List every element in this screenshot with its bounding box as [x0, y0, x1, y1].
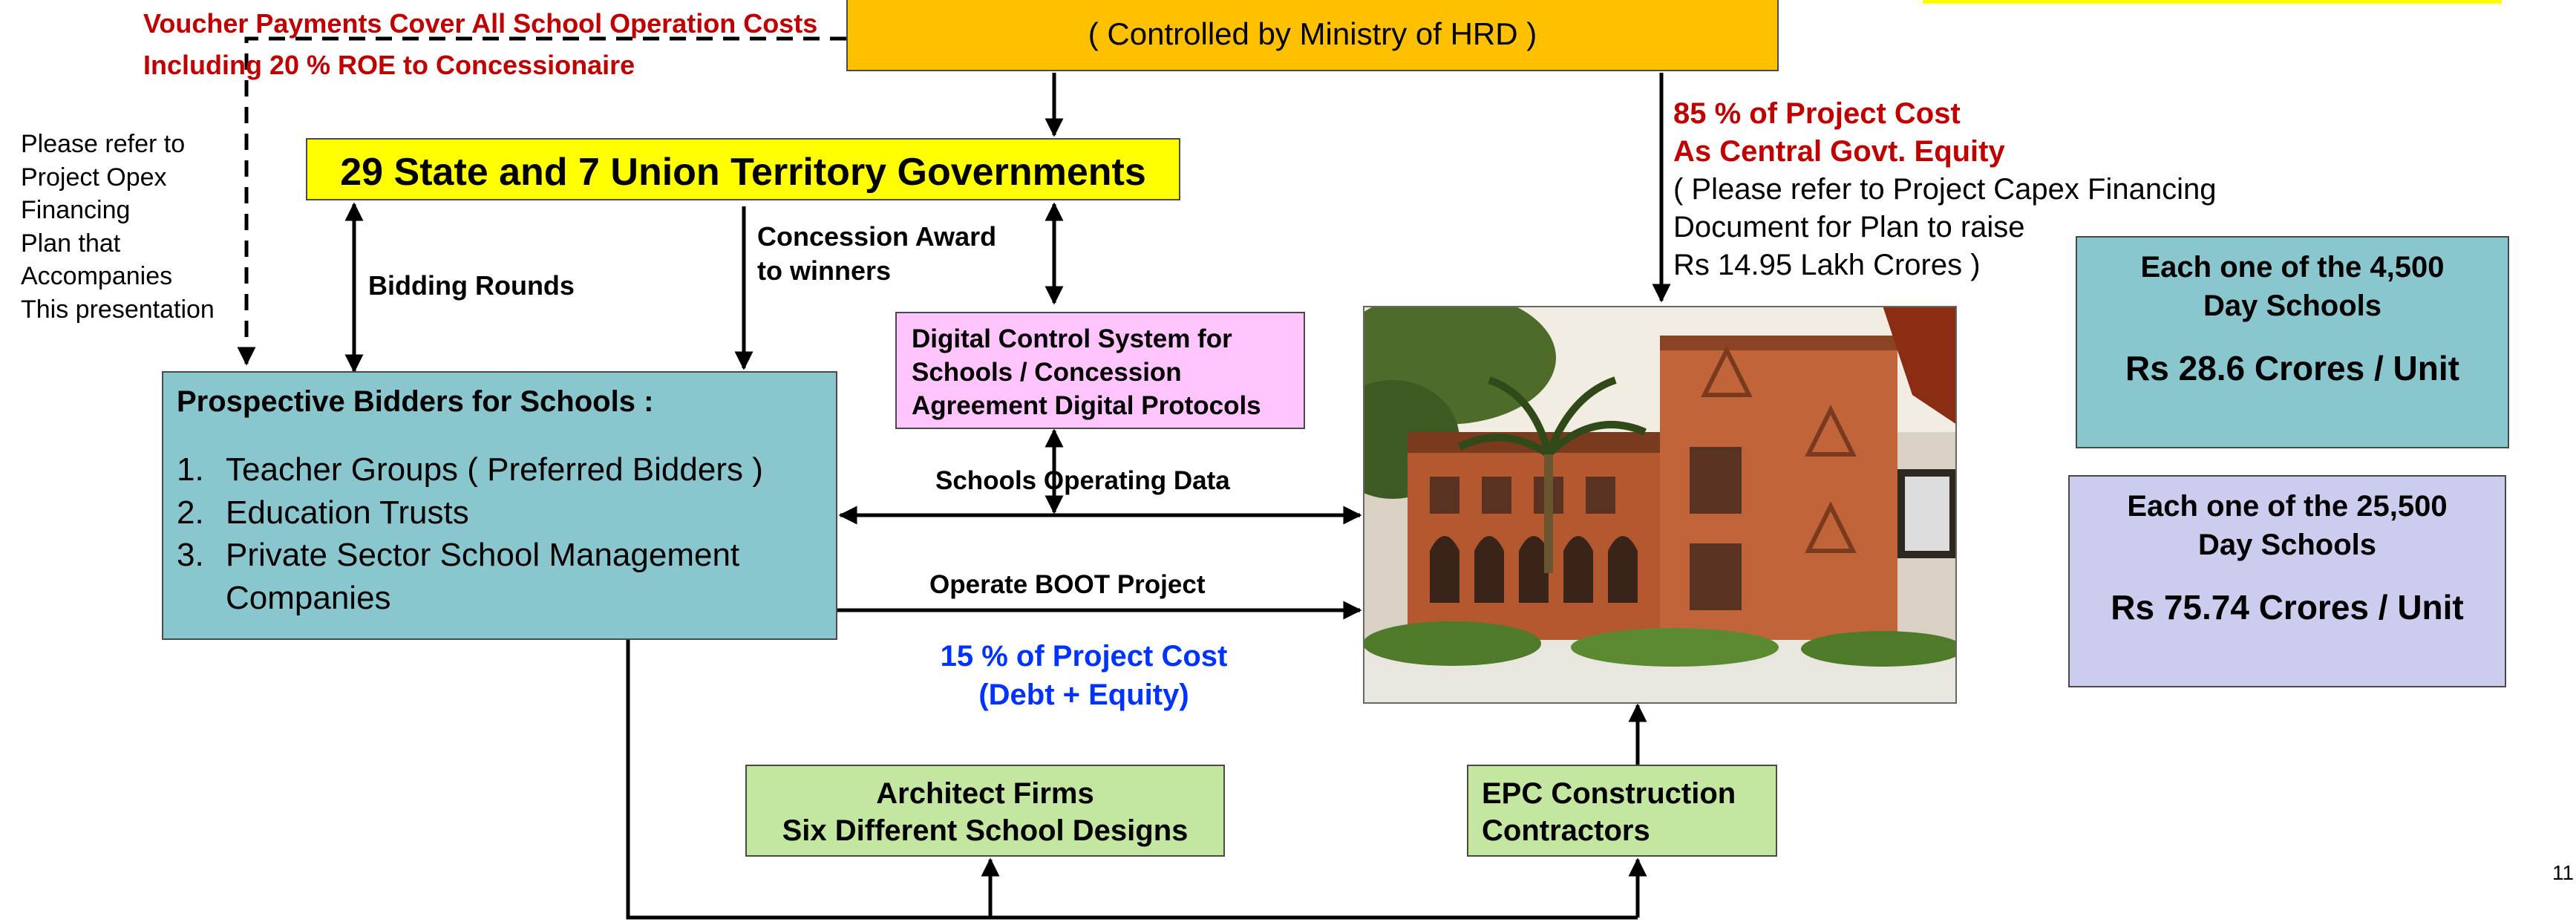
governments-box: 29 State and 7 Union Territory Governmen…: [306, 138, 1180, 200]
voucher-note: Voucher Payments Cover All School Operat…: [143, 3, 817, 86]
concession-award-line1: Concession Award: [757, 221, 997, 252]
concession-award-line2: to winners: [757, 255, 892, 286]
page-number: 11: [2552, 861, 2575, 884]
governments-title: 29 State and 7 Union Territory Governmen…: [340, 151, 1146, 194]
unit-4500-line2: Day Schools: [2203, 290, 2382, 322]
opex-note: Please refer to Project Opex Financing P…: [21, 128, 215, 326]
list-item-continuation: Companies: [177, 577, 836, 620]
list-item-text: Companies: [226, 579, 391, 616]
digital-control-line1: Digital Control System for: [912, 324, 1232, 353]
architect-line2: Six Different School Designs: [782, 814, 1189, 847]
architect-box: Architect Firms Six Different School Des…: [745, 765, 1225, 857]
voucher-dashed-arrow: [237, 36, 846, 366]
epc-box: EPC Construction Contractors: [1467, 765, 1777, 857]
opex-note-line: Project Opex: [21, 163, 167, 192]
list-item-number: 3.: [177, 537, 204, 573]
unit-4500-line1: Each one of the 4,500: [2140, 251, 2445, 284]
equity-line5: Rs 14.95 Lakh Crores ): [1673, 249, 1981, 281]
bidders-box: Prospective Bidders for Schools : 1. Teac…: [162, 371, 837, 640]
equity-line4: Document for Plan to raise: [1673, 211, 2025, 243]
list-item-text: Private Sector School Management: [226, 537, 740, 573]
bidders-bottom-connector: [626, 640, 1638, 920]
debt-equity-line2: (Debt + Equity): [978, 679, 1189, 711]
bidding-rounds-label: Bidding Rounds: [368, 270, 575, 301]
opex-note-line: Please refer to: [21, 130, 186, 158]
ministry-subtitle: ( Controlled by Ministry of HRD ): [1088, 16, 1537, 51]
voucher-note-line2: Including 20 % ROE to Concessionaire: [143, 50, 635, 80]
unit-25500-cost: Rs 75.74 Crores / Unit: [2111, 588, 2464, 627]
digital-control-line2: Schools / Concession: [912, 358, 1182, 387]
equity-line3: ( Please refer to Project Capex Financin…: [1673, 173, 2217, 206]
epc-line1: EPC Construction: [1482, 777, 1736, 810]
list-item: 1. Teacher Groups ( Preferred Bidders ): [177, 448, 836, 491]
list-item-number: 2.: [177, 494, 204, 531]
opex-note-line: Plan that: [21, 229, 121, 258]
debt-equity-label: 15 % of Project Cost (Debt + Equity): [891, 637, 1277, 714]
unit-25500-line1: Each one of the 25,500: [2127, 490, 2448, 523]
list-item-number: 1.: [177, 451, 204, 488]
voucher-note-line1: Voucher Payments Cover All School Operat…: [143, 8, 818, 39]
bidders-list: 1. Teacher Groups ( Preferred Bidders ) 2…: [177, 448, 836, 619]
list-item-text: Teacher Groups ( Preferred Bidders ): [226, 451, 763, 488]
highlight-strip: [1923, 0, 2502, 4]
unit-4500-cost: Rs 28.6 Crores / Unit: [2125, 349, 2459, 388]
list-item-text: Education Trusts: [226, 494, 469, 531]
architect-line1: Architect Firms: [876, 777, 1094, 810]
list-item: 2. Education Trusts: [177, 491, 836, 534]
digital-control-line3: Agreement Digital Protocols: [912, 391, 1261, 420]
opex-note-line: Financing: [21, 196, 131, 224]
digital-control-box: Digital Control System for Schools / Con…: [895, 312, 1305, 429]
schools-operating-data-label: Schools Operating Data: [935, 466, 1230, 495]
photo-border: [1363, 306, 1957, 704]
epc-line2: Contractors: [1482, 814, 1650, 847]
school-building-photo: [1363, 306, 1957, 704]
opex-note-line: This presentation: [21, 295, 215, 324]
equity-line2: As Central Govt. Equity: [1673, 135, 2005, 168]
school-building-icon: [1363, 306, 1957, 704]
list-item: 3. Private Sector School Management: [177, 534, 836, 577]
ministry-box: ( Controlled by Ministry of HRD ): [846, 0, 1779, 71]
unit-cost-4500-box: Each one of the 4,500 Day Schools Rs 28.…: [2076, 236, 2509, 448]
equity-note: 85 % of Project Cost As Central Govt. Eq…: [1673, 95, 2216, 284]
bidders-title: Prospective Bidders for Schools :: [177, 385, 654, 418]
unit-cost-25500-box: Each one of the 25,500 Day Schools Rs 75…: [2068, 475, 2506, 687]
concession-award-label: Concession Award to winners: [757, 220, 996, 288]
operate-boot-label: Operate BOOT Project: [929, 570, 1206, 599]
equity-line1: 85 % of Project Cost: [1673, 97, 1961, 130]
debt-equity-line1: 15 % of Project Cost: [940, 640, 1228, 673]
opex-note-line: Accompanies: [21, 262, 173, 290]
unit-25500-line2: Day Schools: [2197, 529, 2377, 561]
